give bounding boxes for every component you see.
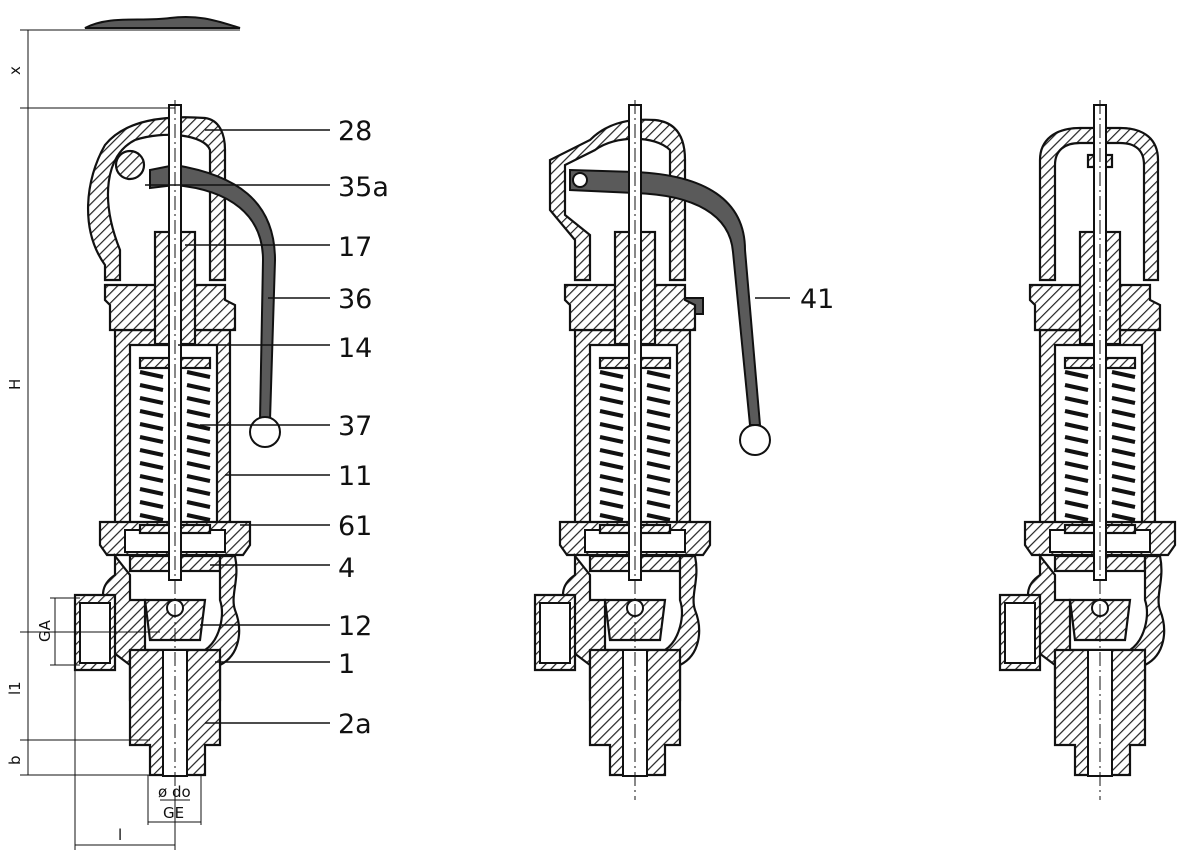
label-28: 28: [338, 116, 372, 147]
leader-lines: [145, 129, 790, 724]
valve-view-2: [533, 98, 771, 802]
dim-H: H: [6, 379, 24, 390]
label-12: 12: [338, 611, 372, 642]
label-4: 4: [338, 553, 355, 584]
label-37: 37: [338, 411, 372, 442]
valve-view-3: [998, 98, 1177, 802]
closed-bonnet: [1038, 126, 1160, 282]
bonnet-cap: [548, 118, 687, 282]
part-labels: 28 35a 17 36 14 37 11 61 4 12 1 2a 41: [338, 116, 834, 740]
label-2a: 2a: [338, 709, 372, 740]
dim-do: ø do: [158, 783, 191, 801]
label-14: 14: [338, 333, 372, 364]
dim-l1: l1: [6, 681, 24, 695]
dim-l: l: [118, 826, 122, 844]
dim-b: b: [6, 755, 24, 765]
label-35a: 35a: [338, 172, 389, 203]
label-1: 1: [338, 649, 355, 680]
dim-GA: GA: [36, 619, 54, 642]
label-61: 61: [338, 511, 372, 542]
valve-view-1: [73, 98, 281, 802]
dim-GE: GE: [163, 804, 184, 822]
label-11: 11: [338, 461, 372, 492]
dimensions: x H GA l1 b ø do GE l: [6, 15, 241, 850]
label-36: 36: [338, 284, 372, 315]
label-41: 41: [800, 284, 834, 315]
clearance-obstacle: [84, 15, 241, 29]
bonnet-cap-28: [87, 116, 227, 282]
label-17: 17: [338, 232, 372, 263]
dim-x: x: [6, 66, 24, 75]
